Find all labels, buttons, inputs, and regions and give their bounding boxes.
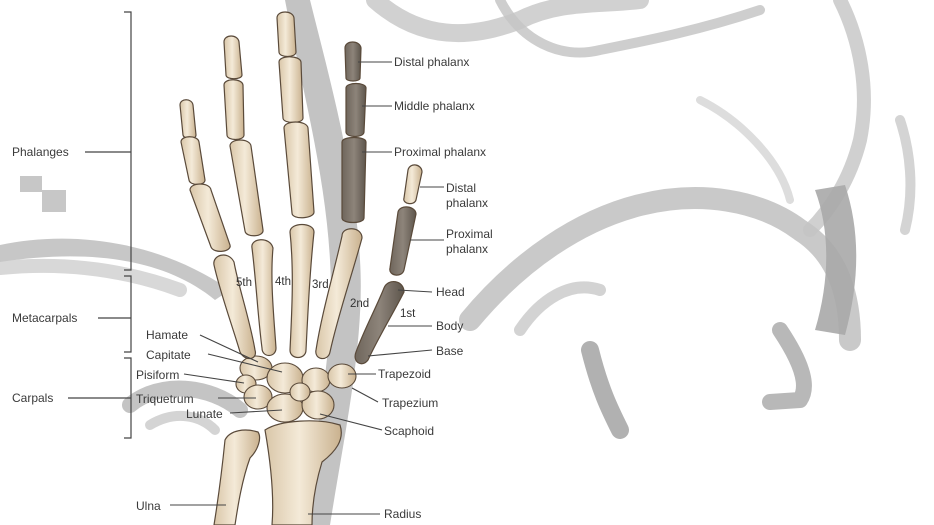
metacarpal-bones xyxy=(214,225,404,364)
label-metacarpals: Metacarpals xyxy=(12,311,77,325)
label-radius: Radius xyxy=(384,507,421,521)
label-distal-phalanx: Distal phalanx xyxy=(394,55,469,69)
label-thumb-proximal-line2: phalanx xyxy=(446,242,488,256)
label-proximal-phalanx: Proximal phalanx xyxy=(394,145,486,159)
label-scaphoid: Scaphoid xyxy=(384,424,434,438)
label-thumb-distal-line2: phalanx xyxy=(446,196,488,210)
label-body: Body xyxy=(436,319,463,333)
label-thumb-proximal-line1: Proximal xyxy=(446,227,493,241)
label-digit-1st: 1st xyxy=(400,307,415,321)
label-carpals: Carpals xyxy=(12,391,53,405)
group-brackets xyxy=(68,12,131,438)
label-capitate: Capitate xyxy=(146,348,191,362)
background-silhouette xyxy=(0,0,910,525)
label-thumb-distal-line1: Distal xyxy=(446,181,476,195)
label-hamate: Hamate xyxy=(146,328,188,342)
label-ulna: Ulna xyxy=(136,499,161,513)
label-trapezium: Trapezium xyxy=(382,396,438,410)
label-lunate: Lunate xyxy=(186,407,223,421)
label-digit-4th: 4th xyxy=(275,275,291,289)
label-middle-phalanx: Middle phalanx xyxy=(394,99,475,113)
label-trapezoid: Trapezoid xyxy=(378,367,431,381)
label-phalanges: Phalanges xyxy=(12,145,69,159)
label-digit-3rd: 3rd xyxy=(312,278,329,292)
label-digit-2nd: 2nd xyxy=(350,297,369,311)
label-base: Base xyxy=(436,344,463,358)
label-head: Head xyxy=(436,285,465,299)
label-pisiform: Pisiform xyxy=(136,368,179,382)
label-digit-5th: 5th xyxy=(236,276,252,290)
label-triquetrum: Triquetrum xyxy=(136,392,194,406)
